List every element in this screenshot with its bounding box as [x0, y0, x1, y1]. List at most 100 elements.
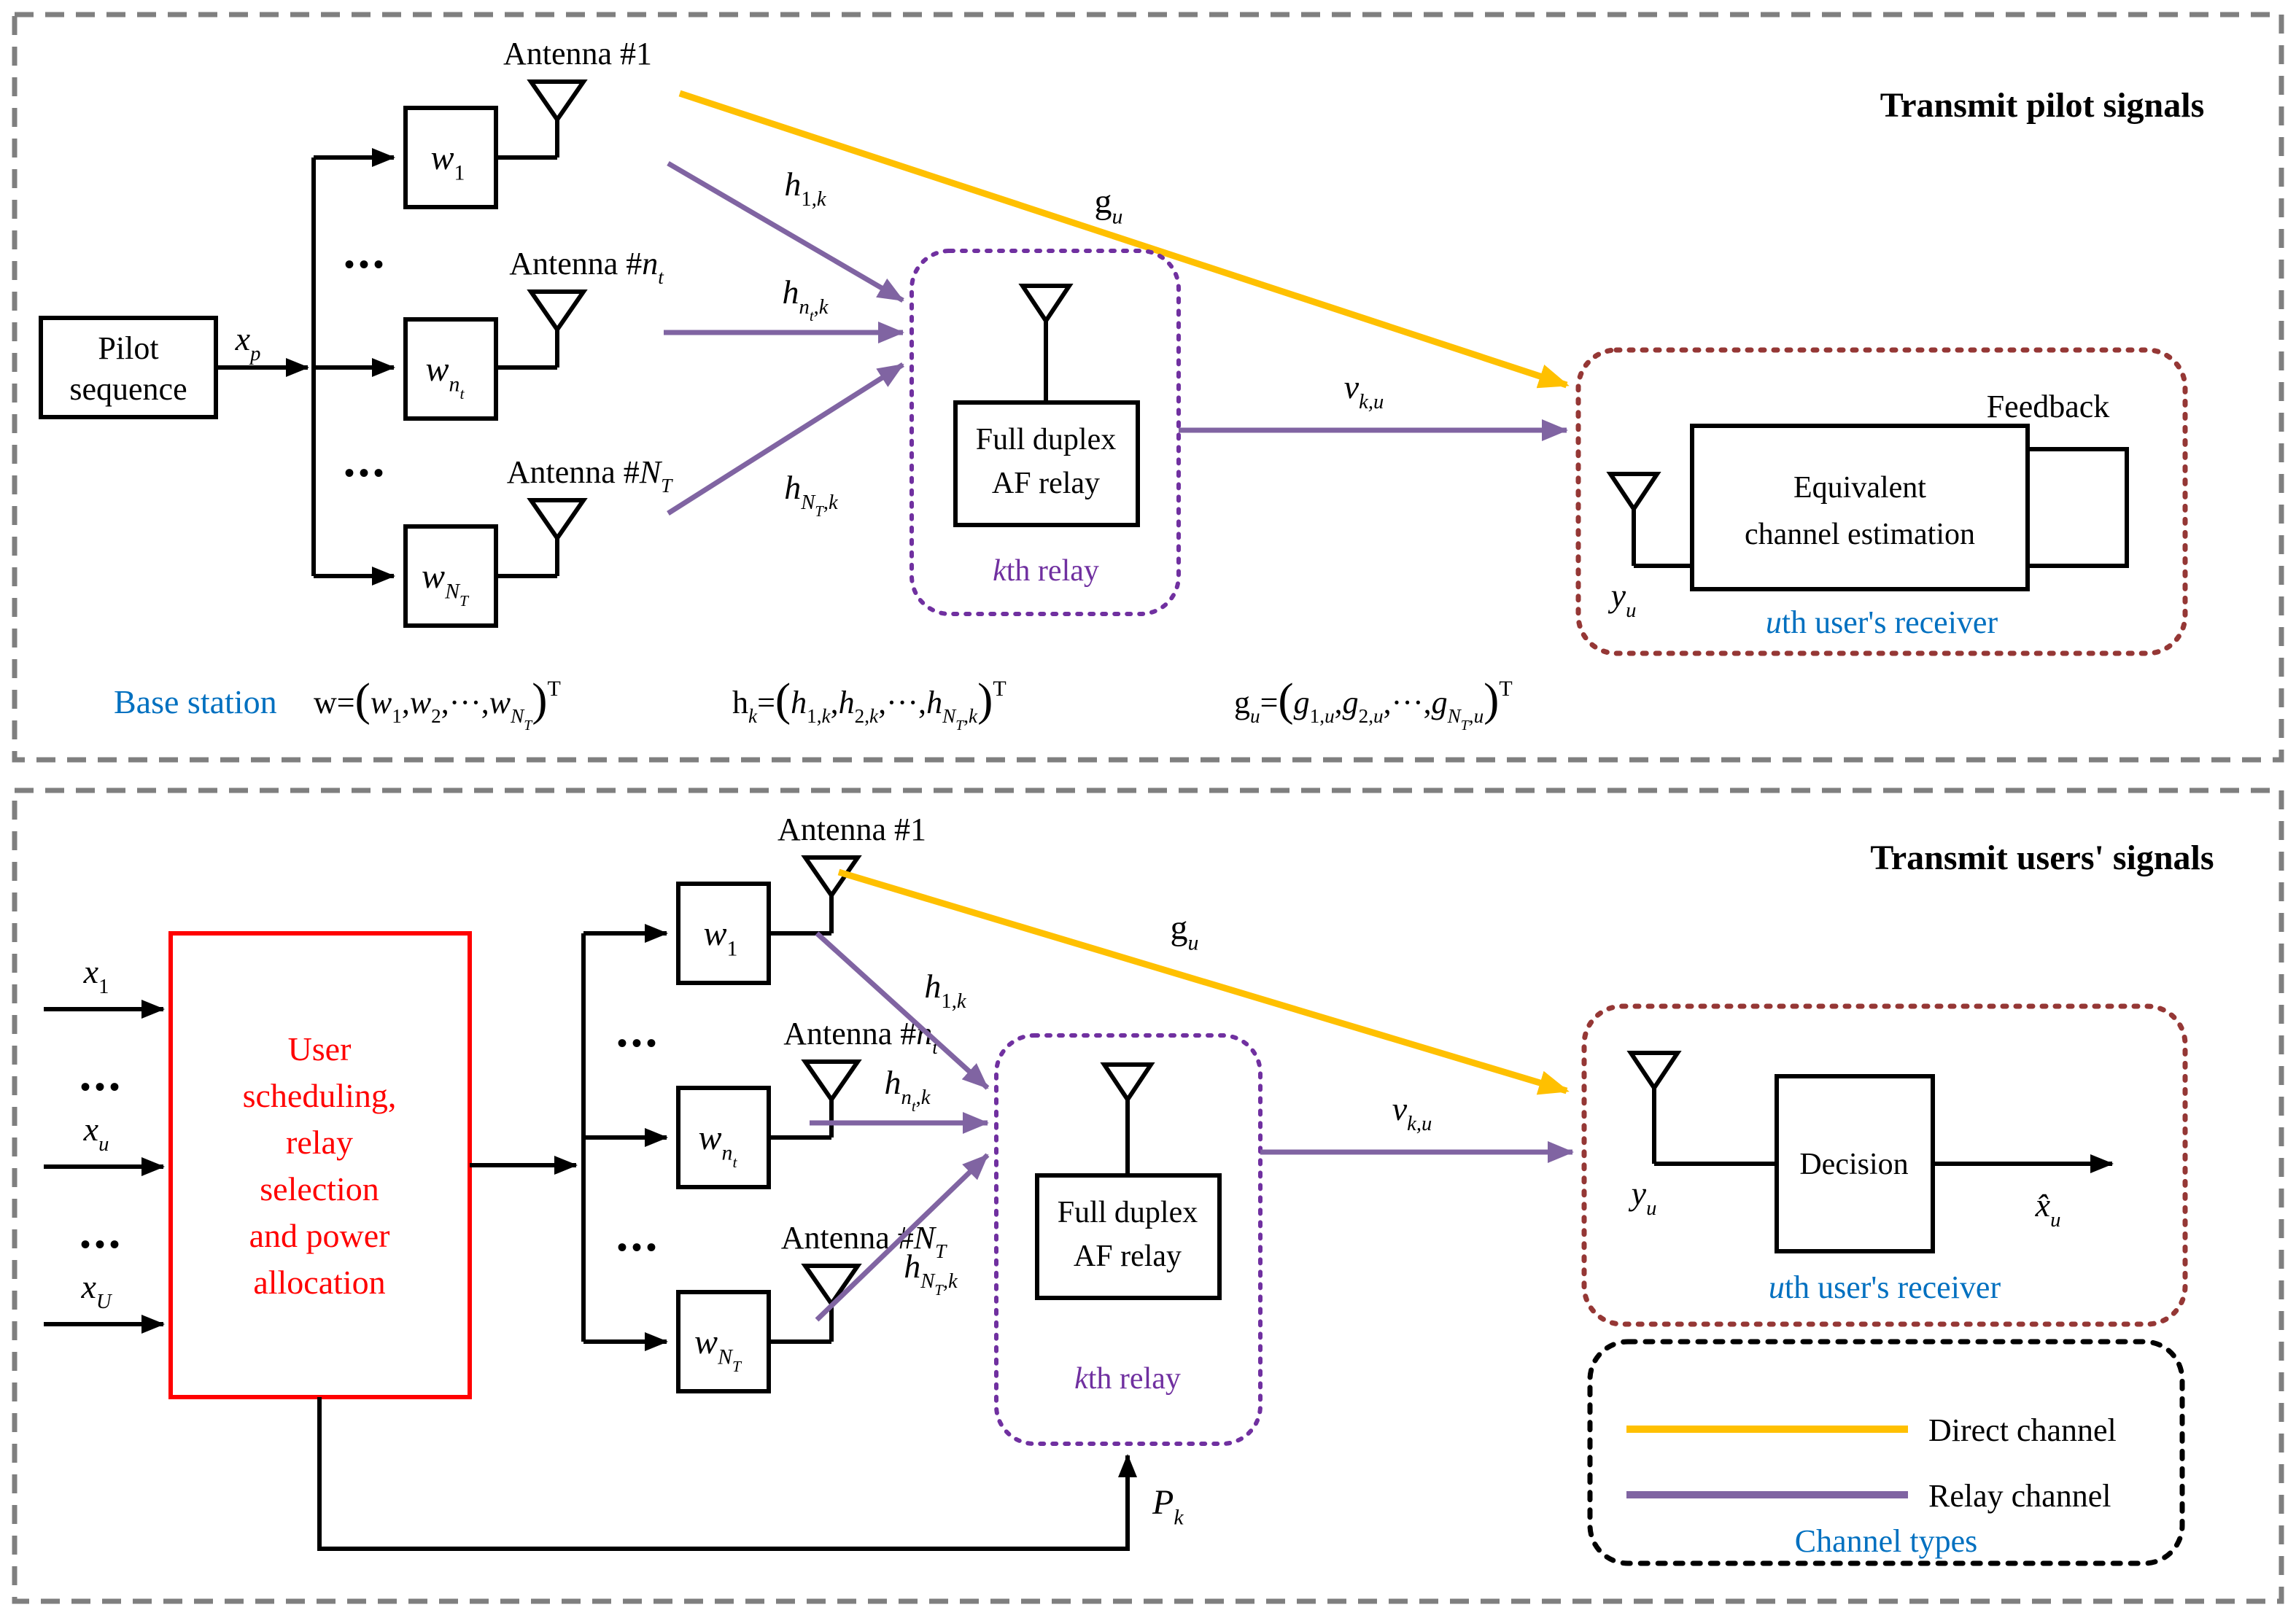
wnt-block: wnt Antenna #nt [403, 246, 664, 421]
relay-box-line2: AF relay [1074, 1240, 1182, 1273]
receiver-caption: uth user's receiver [1769, 1269, 2001, 1305]
kth-relay: Full duplex AF relay kth relay [910, 249, 1181, 616]
ellipsis: ••• [80, 1070, 124, 1103]
gu-direct-arrow [678, 90, 1570, 389]
channel-types-legend: Direct channel Relay channel Channel typ… [1587, 1339, 2185, 1566]
relay-box-line2: AF relay [992, 467, 1100, 500]
pk-label: Pk [1152, 1483, 1184, 1529]
scheduler-line: relay [286, 1124, 353, 1161]
wnt-box [676, 1086, 771, 1189]
estimation-line2: channel estimation [1745, 518, 1975, 551]
scheduler-box [168, 931, 472, 1399]
hNTk-label: hNT,k [904, 1248, 958, 1299]
wnt-label: wnt [699, 1119, 738, 1171]
hNTk-label: hNT,k [784, 469, 839, 520]
wnt-box [403, 317, 498, 421]
x1-label: x1 [83, 953, 109, 998]
ellipsis: ••• [344, 456, 388, 489]
wNT-label: wNT [694, 1323, 742, 1375]
h-vector-formula: hk=(h1,k,h2,k,···,hNT,k)T [732, 674, 1007, 734]
hNTk-arrow [667, 362, 904, 516]
g-vector-formula: gu=(g1,u,g2,u,···,gNT,u)T [1234, 674, 1513, 734]
scheduler-line: allocation [253, 1264, 385, 1301]
feedback-arrow [1965, 440, 2129, 568]
w1-block: w1 Antenna #1 [403, 36, 652, 209]
user-inputs: x1 xu xU ••• ••• [44, 953, 165, 1334]
pilot-sequence-box [39, 316, 218, 419]
top-panel-title: Transmit pilot signals [1880, 86, 2205, 125]
xU-label: xU [80, 1268, 112, 1313]
receiver-caption: uth user's receiver [1766, 604, 1998, 640]
wNT-block: wNT Antenna #NT [403, 454, 673, 628]
bottom-panel-border [12, 788, 2284, 1604]
xu-label: xu [83, 1111, 109, 1156]
antenna-icon [1626, 1051, 1682, 1092]
antenna-NT-label: Antenna #NT [507, 454, 673, 497]
full-duplex-box [1035, 1173, 1222, 1300]
vku-label: vk,u [1344, 368, 1384, 413]
w1-block: w1 Antenna #1 [676, 812, 926, 985]
w1-label: w1 [431, 139, 465, 184]
xhat-label: x̂u [2035, 1186, 2061, 1232]
antenna-NT-label: Antenna #NT [781, 1220, 947, 1262]
antenna1-label: Antenna #1 [777, 812, 926, 847]
antenna1-label: Antenna #1 [503, 36, 652, 71]
antenna-icon [1018, 284, 1074, 325]
gu-direct-arrow [837, 868, 1570, 1095]
gu-label: gu [1171, 909, 1199, 954]
decision-label: Decision [1799, 1148, 1908, 1181]
h1k-arrow [815, 931, 990, 1090]
wNT-label: wNT [422, 557, 470, 610]
h1k-arrow [667, 160, 904, 303]
bottom-panel-title: Transmit users' signals [1870, 839, 2214, 877]
top-panel-border [12, 12, 2284, 763]
antenna-icon [1100, 1062, 1155, 1104]
antenna-icon [527, 498, 588, 542]
antenna-icon [1606, 472, 1661, 513]
ellipsis: ••• [80, 1228, 124, 1261]
legend-border [1587, 1339, 2185, 1566]
scheduler-line: scheduling, [243, 1077, 397, 1114]
antenna-icon [801, 1264, 862, 1308]
antenna-icon [527, 79, 588, 124]
w-vector-formula: w=(w1,w2,···,wNT)T [314, 674, 561, 734]
xp-label: xp [235, 320, 261, 365]
antenna-icon [527, 289, 588, 334]
yu-label: yu [1629, 1175, 1657, 1220]
pilot-box-line2: sequence [69, 371, 187, 407]
feedback-label: Feedback [1987, 389, 2110, 424]
ellipsis: ••• [617, 1027, 661, 1059]
pilot-sequence-block: Pilot sequence [39, 316, 218, 419]
w1-label: w1 [704, 914, 738, 960]
pk-power-line [317, 1397, 1137, 1551]
relay-caption: kth relay [993, 554, 1099, 588]
user-receiver-top: Feedback Equivalent channel estimation y… [1575, 347, 2188, 656]
scheduler-block: User scheduling, relay selection and pow… [168, 931, 472, 1399]
bottom-panel: Transmit users' signals x1 xu xU ••• •••… [12, 788, 2284, 1604]
legend-caption: Channel types [1795, 1523, 1978, 1559]
wNT-block: wNT Antenna #NT [676, 1220, 947, 1393]
relay-box-line1: Full duplex [1058, 1196, 1198, 1229]
ellipsis: ••• [344, 248, 388, 281]
gu-label: gu [1095, 182, 1123, 228]
scheduler-line: selection [260, 1170, 379, 1208]
hNTk-arrow [815, 1153, 990, 1322]
scheduler-line: and power [249, 1217, 390, 1254]
antenna-nt-label: Antenna #nt [509, 246, 664, 288]
h1k-label: h1,k [784, 166, 826, 211]
direct-channel-label: Direct channel [1928, 1412, 2117, 1448]
wnt-block: wnt Antenna #nt [676, 1016, 939, 1189]
formula-row: Base station w=(w1,w2,···,wNT)T hk=(h1,k… [114, 674, 1513, 734]
vku-label: vk,u [1392, 1090, 1432, 1135]
hntk-label: hnt,k [783, 273, 829, 324]
relay-caption: kth relay [1074, 1362, 1181, 1396]
h1k-label: h1,k [924, 968, 966, 1013]
ellipsis: ••• [617, 1231, 661, 1264]
channel-estimation-box [1690, 424, 2030, 591]
relay-box-line1: Full duplex [976, 423, 1117, 456]
wNT-box [676, 1290, 771, 1393]
wNT-box [403, 524, 498, 628]
full-duplex-box [953, 400, 1140, 527]
receiver-border [1575, 347, 2188, 656]
